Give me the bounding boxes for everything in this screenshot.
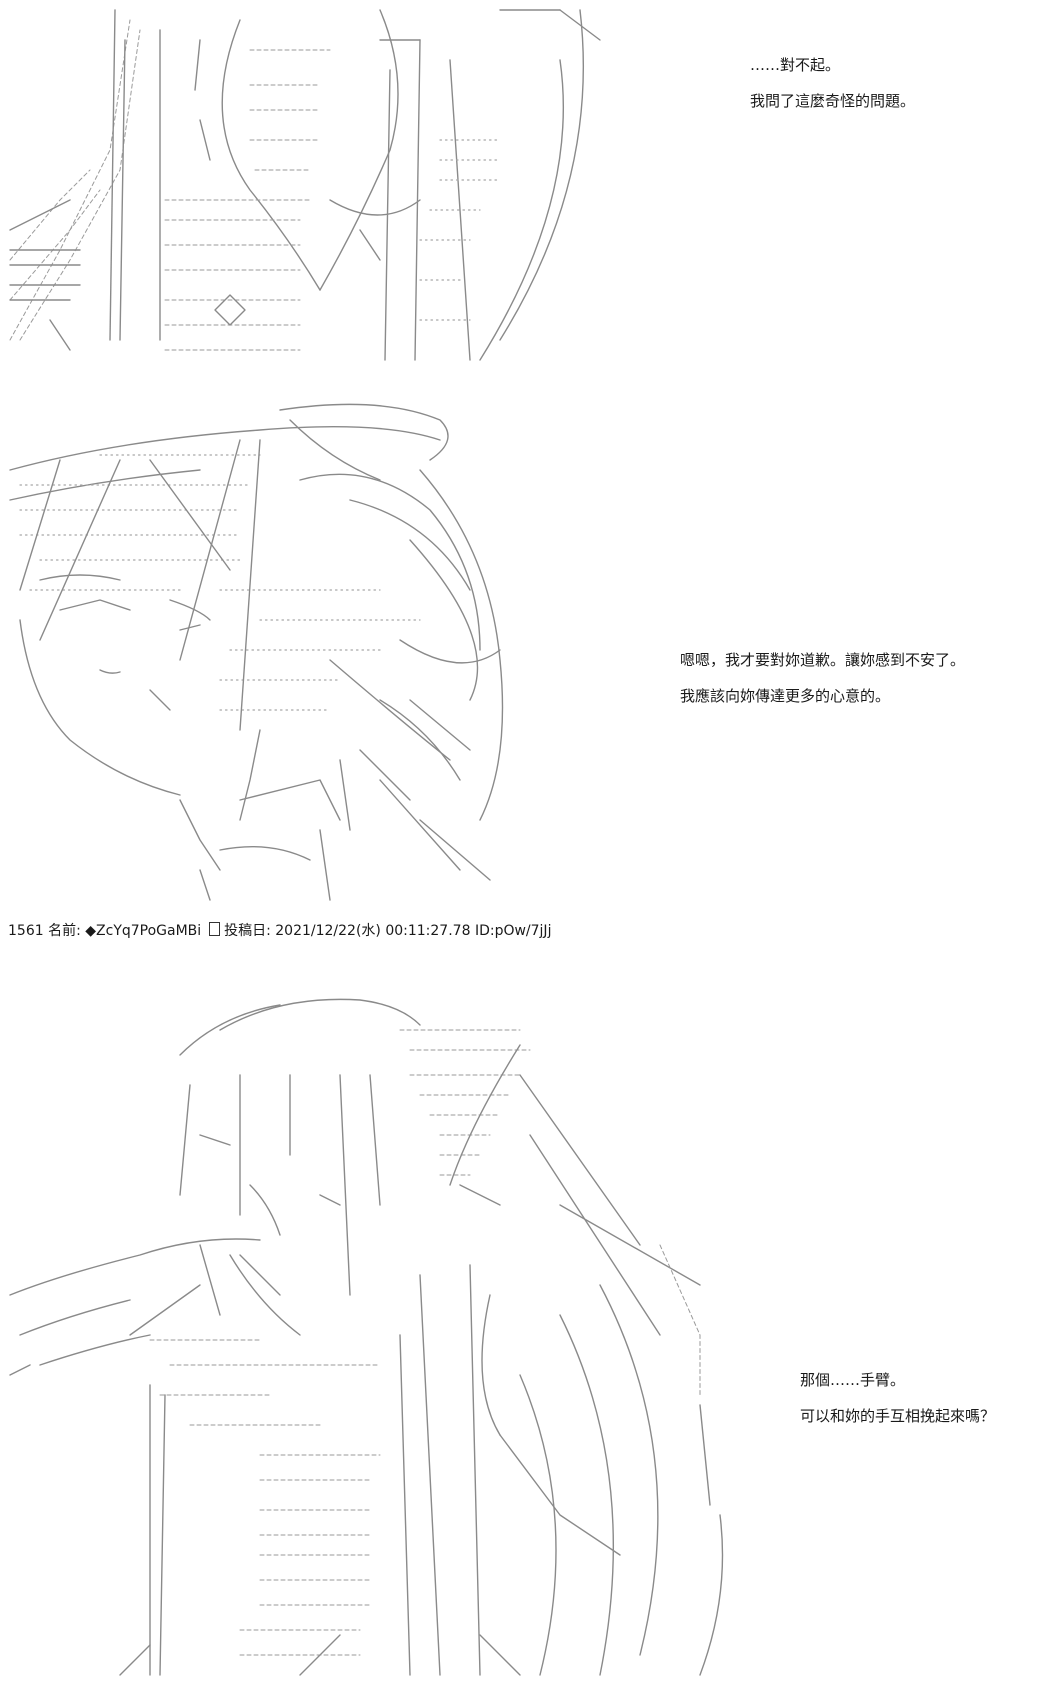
ascii-art-figure-3: [9, 998, 724, 1676]
panel-2: 嗯嗯，我才要對妳道歉。讓妳感到不安了。 我應該向妳傳達更多的心意的。: [0, 400, 1045, 910]
dialogue-line: 我問了這麼奇怪的問題。: [750, 92, 916, 110]
panel-1: ……對不起。 我問了這麼奇怪的問題。: [0, 0, 1045, 370]
dialogue-box: 嗯嗯，我才要對妳道歉。讓妳感到不安了。 我應該向妳傳達更多的心意的。: [680, 650, 965, 722]
dialogue-line: 嗯嗯，我才要對妳道歉。讓妳感到不安了。: [680, 651, 966, 669]
dialogue-line: ……對不起。: [750, 56, 841, 74]
post-date-label: 投稿日:: [224, 923, 271, 939]
ascii-art-figure-2: [9, 403, 504, 901]
post-datetime: 2021/12/22(水) 00:11:27.78: [275, 923, 471, 939]
dialogue-box: ……對不起。 我問了這麼奇怪的問題。: [750, 55, 915, 127]
post-header: 1561 名前: ◆ZcYq7PoGaMBi 投稿日: 2021/12/22(水…: [8, 922, 551, 940]
dialogue-line: 可以和妳的手互相挽起來嗎？: [800, 1407, 996, 1425]
post-name-label: 名前:: [48, 923, 81, 939]
dialogue-box: 那個……手臂。 可以和妳的手互相挽起來嗎？: [800, 1370, 995, 1442]
post-number: 1561: [8, 923, 44, 939]
panel-3: 那個……手臂。 可以和妳的手互相挽起來嗎？: [0, 955, 1045, 1689]
missing-glyph-icon: [208, 922, 220, 936]
post-trip: ◆ZcYq7PoGaMBi: [85, 923, 202, 939]
post-id: ID:pOw/7jJj: [474, 923, 552, 939]
ascii-art-figure-1: [9, 9, 601, 361]
dialogue-line: 那個……手臂。: [800, 1371, 906, 1389]
dialogue-line: 我應該向妳傳達更多的心意的。: [680, 687, 891, 705]
